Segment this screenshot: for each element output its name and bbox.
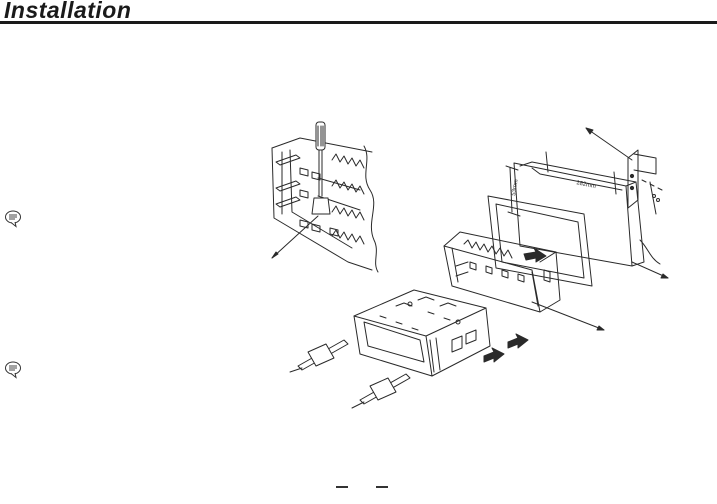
page-marker — [376, 486, 389, 488]
page-title: Installation — [4, 0, 132, 23]
title-rule — [0, 21, 717, 24]
exploded-mounting-view: 182mm 53mm — [289, 127, 669, 409]
sleeve-tab-bending-detail — [271, 121, 379, 273]
note-icon — [4, 359, 24, 379]
height-dimension-label: 53mm — [511, 179, 520, 196]
width-dimension-label: 182mm — [576, 180, 597, 190]
page-marker — [336, 486, 348, 488]
page-markers — [336, 486, 412, 504]
note-icon — [4, 208, 24, 228]
